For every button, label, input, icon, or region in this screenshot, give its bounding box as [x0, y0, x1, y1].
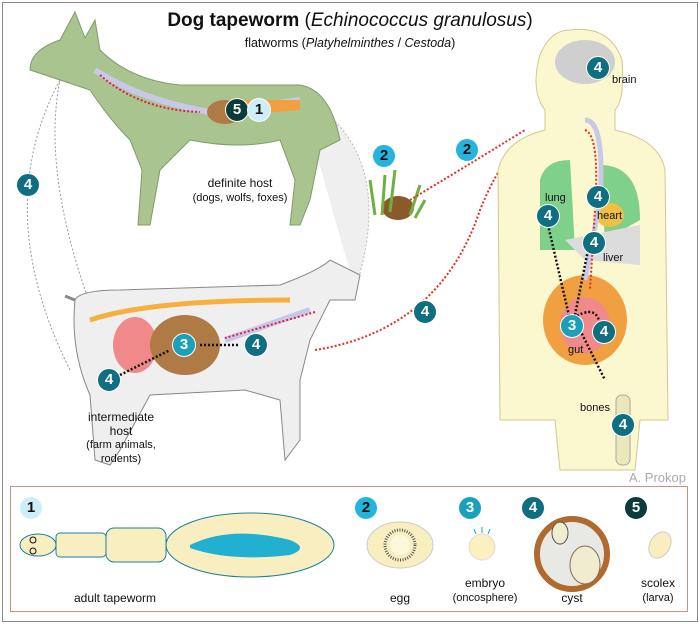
subtitle-phylum: Platyhelminthes — [305, 36, 395, 50]
path-goat-cyst — [119, 343, 240, 377]
legend-badge-1: 1 — [19, 496, 43, 520]
dog-gut — [93, 67, 301, 116]
goat-label-1: intermediate — [87, 410, 155, 424]
cyst-drawing — [534, 516, 610, 592]
badge-4-lung: 4 — [536, 204, 560, 228]
path-human-cysts — [546, 224, 607, 381]
scolex-drawing — [648, 531, 672, 559]
badge-3-gut: 3 — [560, 314, 584, 338]
arc-goat-to-dog — [26, 79, 71, 371]
dog-label: definite host — [207, 176, 273, 190]
label-bones: bones — [580, 402, 610, 414]
human-heart — [596, 203, 624, 227]
embryo-drawing — [468, 527, 496, 561]
badge-4-goat-left: 4 — [97, 368, 121, 392]
legend-badge-4: 4 — [521, 496, 545, 520]
goat-intestine — [113, 317, 157, 373]
goat-silhouette — [73, 259, 361, 466]
legend-label-cyst: cyst — [561, 591, 583, 605]
subtitle-prefix: flatworms ( — [244, 36, 306, 50]
goat-sublabel-2: rodents) — [100, 453, 142, 465]
legend-sublabel-scolex: (larva) — [642, 592, 674, 604]
badge-1-dog: 1 — [247, 98, 271, 122]
subtitle-sep: / — [394, 36, 405, 50]
egg-drawing — [366, 521, 434, 569]
legend-box — [10, 486, 688, 612]
goat-tail — [64, 294, 76, 302]
badge-4-heart: 4 — [586, 185, 610, 209]
badge-4-bones: 4 — [611, 413, 635, 437]
badge-4-gut: 4 — [592, 320, 616, 344]
credit: A. Prokop — [628, 470, 686, 485]
badge-5-dog: 5 — [225, 98, 249, 122]
label-liver: liver — [603, 252, 624, 264]
badge-4-arc: 4 — [16, 173, 40, 197]
arc-goat-to-dog-2 — [54, 79, 101, 331]
path-faeces-to-human — [409, 129, 526, 201]
label-lung: lung — [545, 192, 566, 204]
legend-label-adult: adult tapeworm — [73, 591, 157, 605]
faeces — [382, 196, 414, 220]
subtitle: flatworms (Platyhelminthes / Cestoda) — [245, 36, 456, 50]
subtitle-suffix: ) — [451, 36, 456, 50]
goat-label-2: host — [109, 424, 133, 438]
goat-sublabel-1: (farm animals, — [86, 439, 156, 451]
legend-badge-2: 2 — [354, 496, 378, 520]
badge-4-liver: 4 — [582, 231, 606, 255]
badge-4-brain: 4 — [586, 56, 610, 80]
legend-sublabel-embryo: (oncosphere) — [452, 592, 518, 604]
badge-3-goat: 3 — [172, 333, 196, 357]
badge-4-goat-path: 4 — [413, 300, 437, 324]
path-dog-gut — [99, 74, 201, 113]
dog-silhouette — [29, 10, 341, 226]
legend-badge-3: 3 — [458, 496, 482, 520]
subtitle-class: Cestoda — [404, 36, 452, 50]
label-heart: heart — [597, 210, 623, 222]
adult-tapeworm-drawing — [19, 512, 335, 578]
label-brain: brain — [612, 74, 637, 86]
legend-label-embryo: embryo — [464, 576, 506, 590]
badge-2-faeces: 2 — [372, 144, 396, 168]
badge-2-human-path: 2 — [455, 138, 479, 162]
legend-label-scolex: scolex — [640, 576, 676, 590]
grass — [368, 169, 427, 219]
title-species: Echinococcus granulosus — [310, 10, 527, 31]
title-common-name: Dog tapeworm — [167, 10, 300, 31]
badge-4-goat-right: 4 — [244, 333, 268, 357]
page-title: Dog tapeworm (Echinococcus granulosus) — [167, 10, 533, 31]
label-gut: gut — [568, 344, 584, 356]
goat-spine — [89, 297, 291, 323]
human-lung — [540, 160, 640, 250]
legend-badge-5: 5 — [624, 496, 648, 520]
dog-sublabel: (dogs, wolfs, foxes) — [192, 192, 288, 204]
legend-label-egg: egg — [389, 591, 411, 605]
